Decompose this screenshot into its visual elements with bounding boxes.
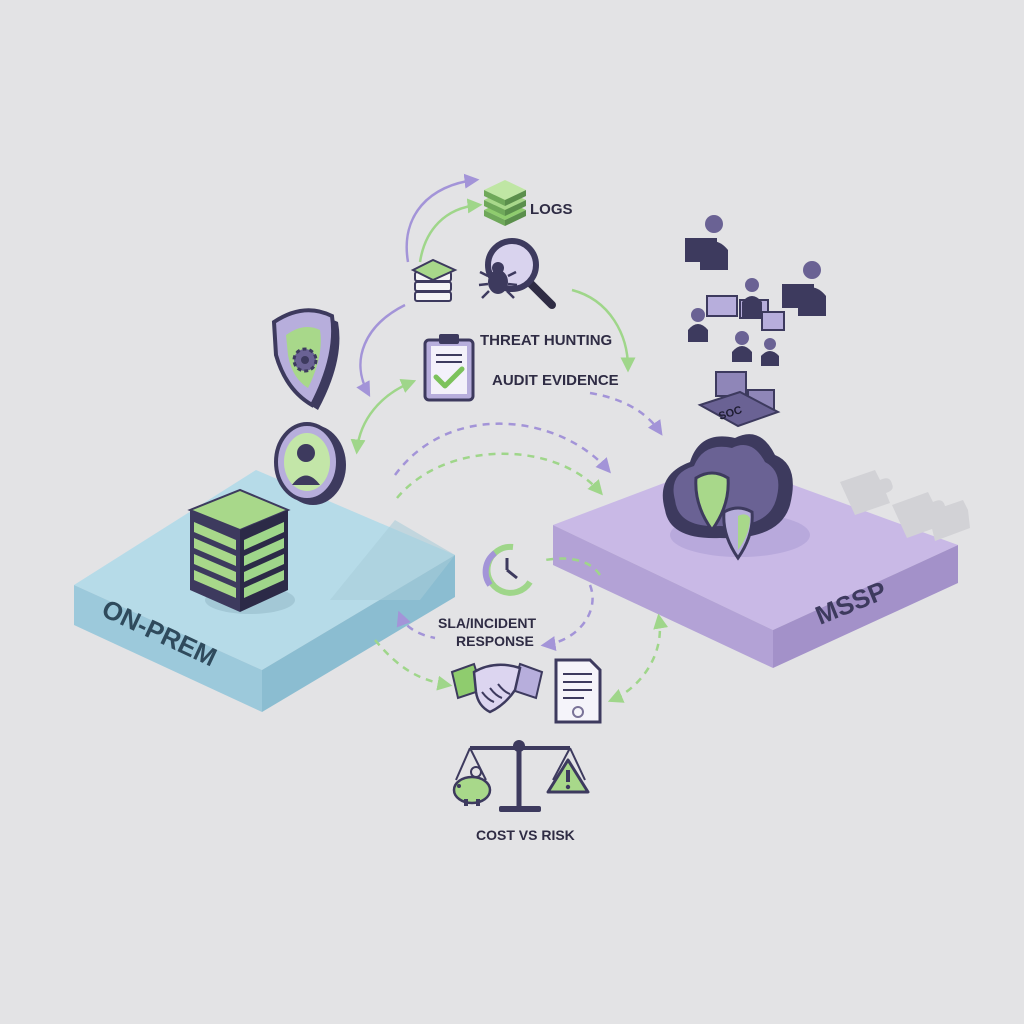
sla-label-line2: RESPONSE bbox=[456, 633, 534, 649]
balance-scale-icon bbox=[455, 740, 586, 812]
mssp-platform: MSSP bbox=[553, 460, 958, 668]
soc-console-icon: SOC bbox=[697, 371, 781, 428]
contract-document-icon bbox=[554, 658, 602, 724]
puzzle-pieces-icon bbox=[840, 470, 970, 541]
handshake-icon bbox=[450, 662, 544, 714]
audit-evidence-label: AUDIT EVIDENCE bbox=[492, 372, 619, 389]
sla-label-line1: SLA/INCIDENT bbox=[438, 615, 536, 631]
logs-stack-icon bbox=[484, 180, 526, 226]
cloud-shield-icon bbox=[662, 434, 810, 561]
logs-label: LOGS bbox=[530, 201, 573, 218]
shield-gear-icon bbox=[271, 308, 340, 410]
flow-arrows bbox=[350, 173, 669, 703]
data-stack-icon bbox=[410, 258, 458, 302]
clock-icon bbox=[482, 543, 533, 596]
server-rack-icon bbox=[187, 488, 295, 614]
warning-icon bbox=[546, 758, 590, 794]
audit-clipboard-icon bbox=[423, 334, 475, 402]
soc-team-icon bbox=[685, 215, 826, 366]
piggy-bank-icon bbox=[452, 766, 492, 806]
cost-vs-risk-label: COST VS RISK bbox=[476, 827, 575, 843]
threat-hunting-label: THREAT HUNTING bbox=[480, 332, 612, 349]
threat-hunting-magnifier-icon bbox=[478, 238, 556, 309]
user-badge-icon bbox=[274, 422, 346, 505]
